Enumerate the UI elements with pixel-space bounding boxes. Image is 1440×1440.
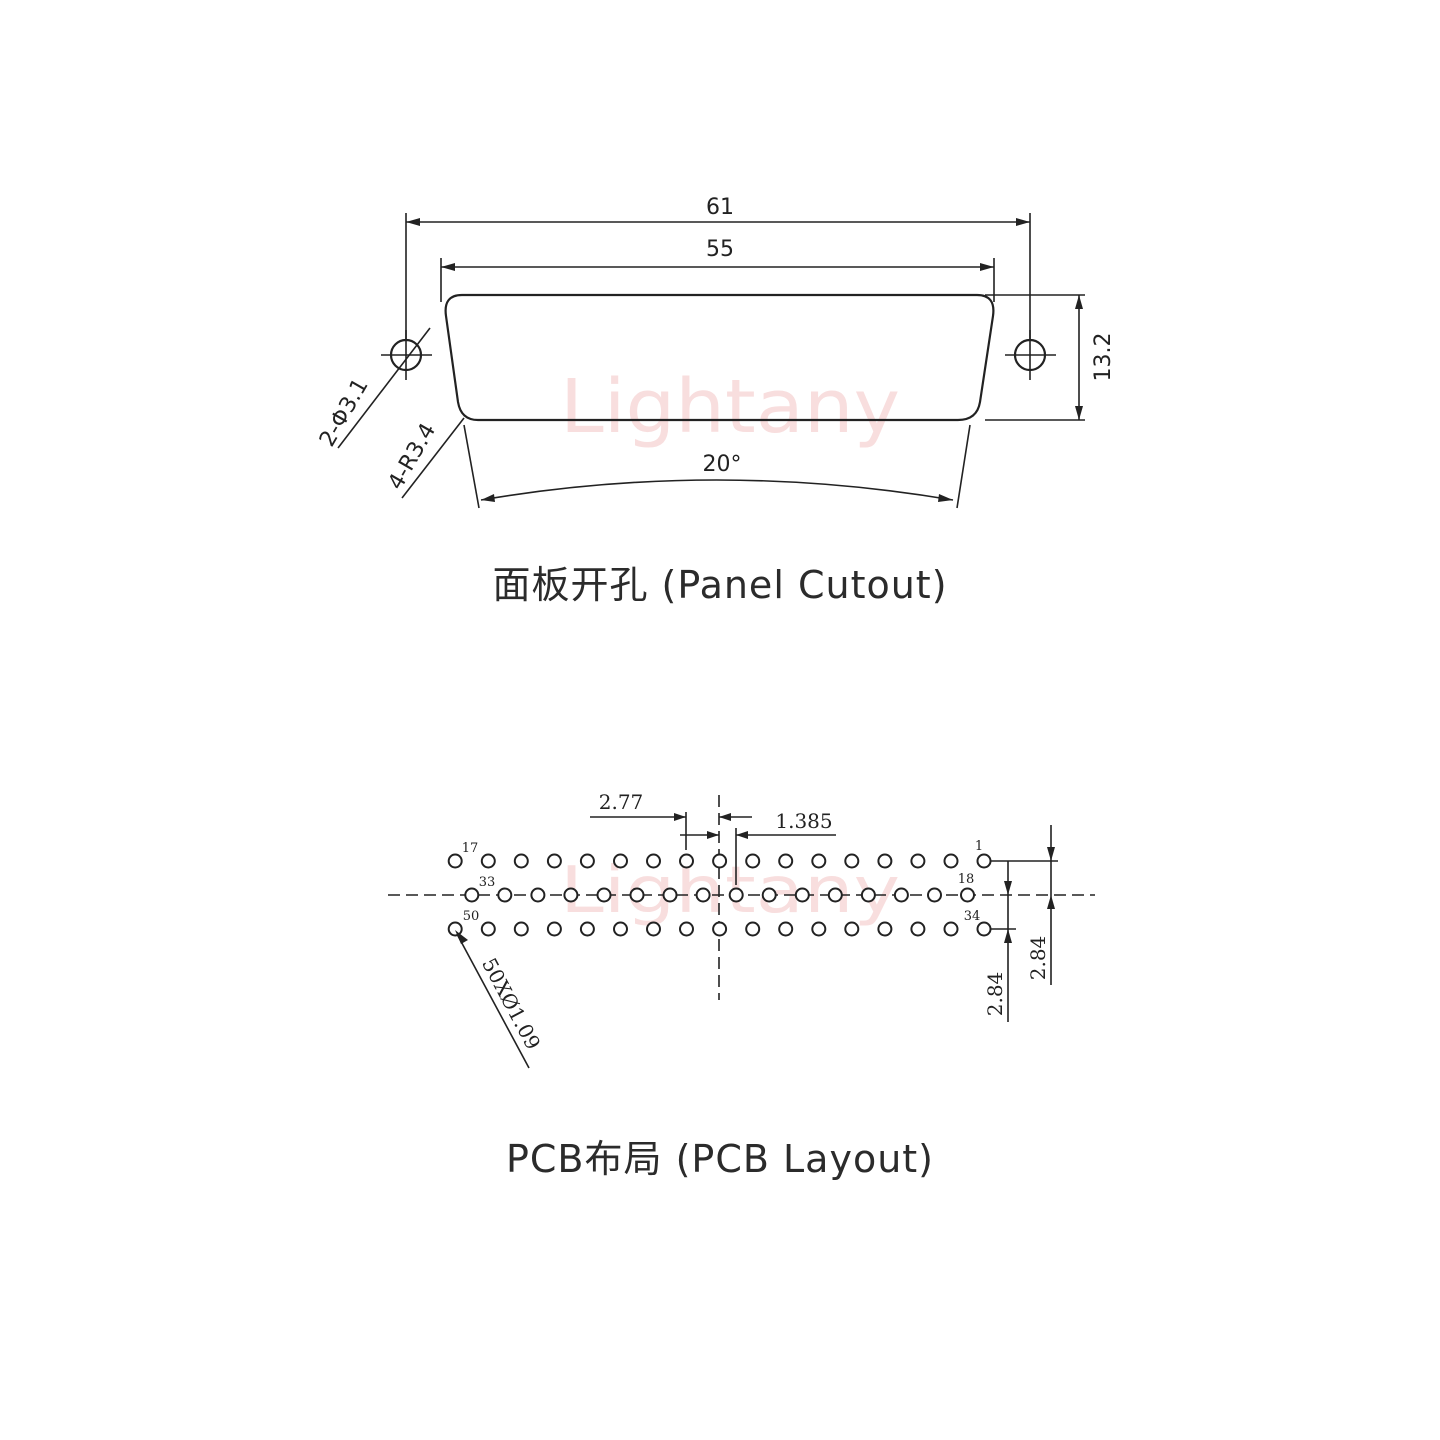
panel-cutout-caption: 面板开孔 (Panel Cutout)	[492, 563, 947, 607]
dim-label-pcb-hole-dia: 50XØ1.09	[477, 954, 545, 1054]
dim-label-13-2: 13.2	[1091, 333, 1116, 382]
pin-hole-27	[662, 887, 678, 903]
pin-hole-10	[679, 853, 694, 869]
pin-hole-6	[811, 853, 827, 869]
pcb-layout-caption: PCB布局 (PCB Layout)	[506, 1137, 934, 1181]
pin-hole-25	[728, 887, 744, 903]
pin-hole-2	[943, 853, 959, 869]
dim-angle-20	[463, 424, 971, 509]
dim-label-2-77: 2.77	[599, 790, 644, 814]
dim-label-corner-radius: 4-R3.4	[383, 419, 441, 494]
pin-hole-32	[497, 887, 513, 903]
pin-hole-17	[447, 853, 463, 869]
panel-cutout-drawing: 61 55 13.2 20° 2-Φ3.	[315, 195, 1116, 509]
pin-hole-12	[613, 853, 628, 869]
pin-hole-20	[893, 887, 909, 903]
pin-hole-4	[877, 853, 893, 869]
pin-hole-50	[447, 921, 463, 937]
pin-hole-26	[695, 887, 711, 903]
pin-hole-array	[447, 853, 992, 937]
pin-hole-44	[646, 921, 661, 937]
dim-label-row-spacing-a: 2.84	[983, 972, 1007, 1017]
pin-hole-38	[844, 921, 860, 937]
dim-line-61	[405, 213, 1031, 340]
pin-hole-14	[546, 853, 562, 869]
pin-hole-39	[811, 921, 827, 937]
dim-line-2-77	[590, 812, 752, 850]
leader-pcb-hole-arrow	[455, 930, 468, 944]
pin-hole-28	[629, 887, 645, 903]
pcb-layout-drawing: 2.77 1.385 2.84 2.84 50XØ1.09 1	[388, 790, 1095, 1069]
dim-label-61: 61	[706, 195, 734, 220]
pin-hole-31	[530, 887, 546, 903]
pin-hole-16	[480, 853, 496, 869]
pin-hole-41	[745, 921, 761, 937]
pin-hole-8	[745, 853, 761, 869]
pin-hole-48	[513, 921, 529, 937]
leader-hole-dia	[337, 327, 431, 449]
pin-label-33: 33	[479, 875, 496, 890]
pin-hole-35	[943, 921, 959, 937]
pin-hole-1	[976, 853, 992, 869]
pin-label-50: 50	[463, 909, 480, 924]
pin-label-1: 1	[975, 839, 983, 854]
pin-hole-37	[877, 921, 893, 937]
pin-hole-7	[778, 853, 794, 869]
pin-hole-45	[613, 921, 628, 937]
pin-hole-33	[464, 887, 480, 903]
pin-hole-24	[761, 887, 777, 903]
pin-hole-23	[794, 887, 810, 903]
watermark-panel: Lightany	[560, 364, 900, 450]
pin-hole-18	[960, 887, 975, 903]
pin-hole-46	[579, 921, 595, 937]
pin-hole-49	[480, 921, 496, 937]
pin-hole-19	[927, 887, 942, 903]
pin-label-17: 17	[462, 841, 479, 856]
dim-label-20-deg: 20°	[703, 452, 742, 477]
pin-hole-40	[778, 921, 794, 937]
dim-line-row-spacing	[990, 825, 1058, 1022]
dim-line-13-2	[985, 294, 1085, 421]
pin-hole-9	[712, 853, 728, 869]
pin-hole-47	[546, 921, 562, 937]
pin-hole-11	[646, 853, 661, 869]
pin-hole-13	[579, 853, 595, 869]
pin-label-34: 34	[964, 909, 981, 924]
leader-pcb-hole-dia	[456, 933, 530, 1069]
dim-label-1-385: 1.385	[775, 809, 832, 833]
dim-label-55: 55	[706, 237, 734, 262]
d-sub-cutout-outline	[444, 293, 995, 422]
pin-hole-34	[976, 921, 992, 937]
leader-corner-radius	[401, 417, 465, 499]
pin-hole-42	[712, 921, 728, 937]
pin-hole-36	[910, 921, 926, 937]
pin-hole-22	[827, 887, 843, 903]
pin-hole-29	[596, 887, 612, 903]
pin-hole-30	[563, 887, 579, 903]
pin-hole-3	[910, 853, 926, 869]
pin-hole-43	[679, 921, 694, 937]
pin-hole-21	[860, 887, 876, 903]
pin-label-18: 18	[958, 872, 975, 887]
pin-hole-15	[513, 853, 529, 869]
pin-hole-5	[844, 853, 860, 869]
dim-line-1-385	[680, 828, 836, 885]
dim-label-row-spacing-b: 2.84	[1026, 936, 1050, 981]
